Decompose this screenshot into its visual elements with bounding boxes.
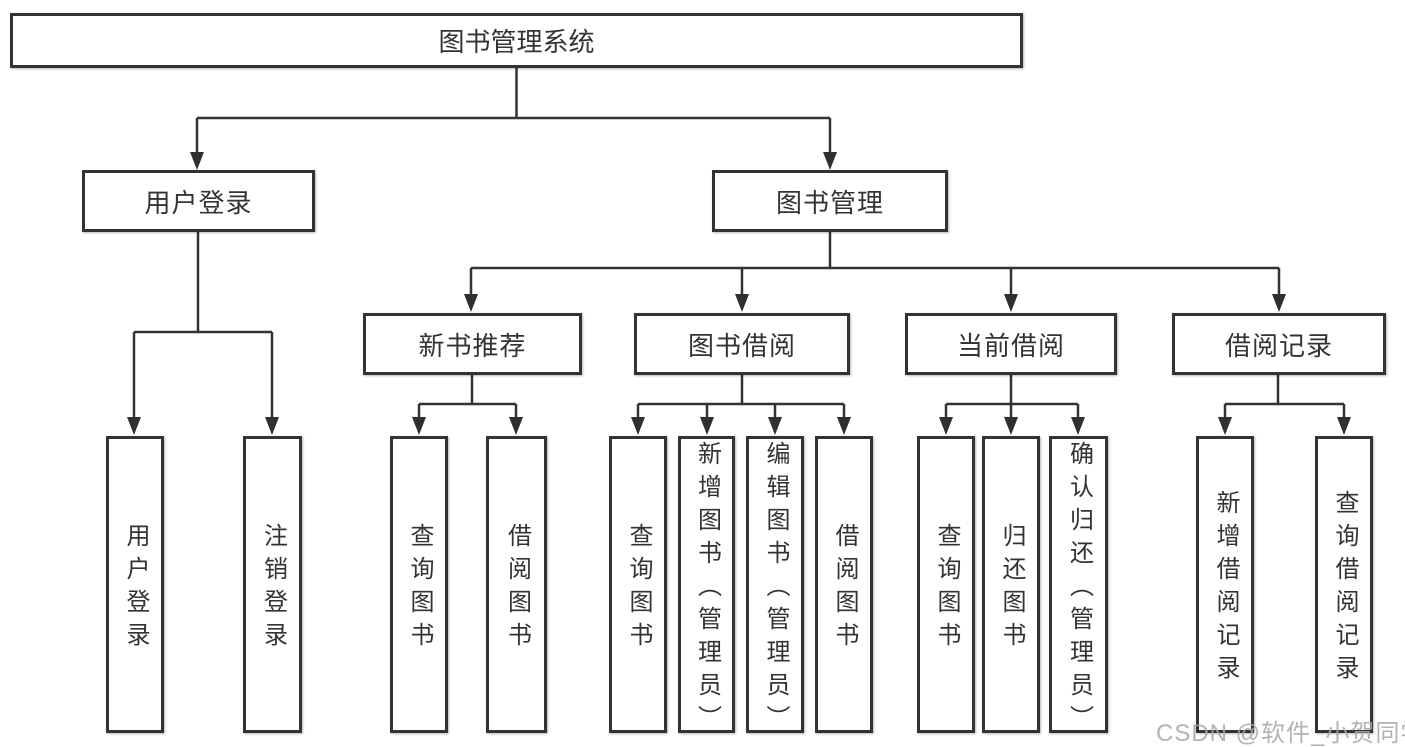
down-arrowhead	[1272, 294, 1286, 312]
down-arrowhead	[265, 417, 279, 435]
leaf-borrow-borrow-book: 借阅图书	[815, 436, 873, 733]
connector-borrow-records	[1223, 375, 1346, 418]
leaf-label: 借阅图书	[503, 523, 531, 655]
down-arrowhead	[1004, 294, 1018, 312]
node-book-borrow: 图书借阅	[634, 313, 850, 375]
node-borrow-records: 借阅记录	[1172, 313, 1386, 375]
connector-book-borrow	[636, 375, 846, 418]
leaf-recommend-query-book: 查询图书	[390, 436, 448, 733]
node-label: 新书推荐	[418, 330, 527, 361]
node-label: 图书借阅	[687, 330, 796, 361]
node-library-management-system: 图书管理系统	[10, 13, 1023, 68]
leaf-label: 新增借阅记录	[1212, 490, 1239, 688]
connector-user-login	[132, 232, 274, 418]
leaf-current-confirm-return-admin: 确认归还（管理员）	[1049, 436, 1108, 738]
node-label: 借阅记录	[1224, 330, 1333, 361]
leaf-logout-login: 注销登录	[243, 436, 302, 733]
down-arrowhead	[735, 294, 749, 312]
down-arrowhead	[1071, 417, 1085, 435]
node-new-book-recommend: 新书推荐	[363, 313, 582, 375]
leaf-current-return-book: 归还图书	[982, 436, 1040, 733]
down-arrowhead	[1218, 417, 1232, 435]
leaf-records-add-record: 新增借阅记录	[1196, 436, 1254, 733]
down-arrowhead	[412, 417, 426, 435]
arrowheads	[127, 152, 1351, 435]
down-arrowhead	[127, 417, 141, 435]
node-book-management: 图书管理	[712, 170, 948, 232]
node-label: 图书管理	[775, 187, 884, 218]
down-arrowhead	[464, 294, 478, 312]
leaf-borrow-query-book: 查询图书	[609, 436, 667, 733]
node-label: 图书管理系统	[438, 27, 595, 57]
connector-book-management	[469, 232, 1281, 295]
leaf-label: 借阅图书	[831, 523, 858, 655]
down-arrowhead	[768, 417, 782, 435]
leaf-records-query-record: 查询借阅记录	[1315, 436, 1373, 733]
node-user-login: 用户登录	[82, 170, 315, 232]
leaf-borrow-edit-book-admin: 编辑图书（管理员）	[746, 436, 804, 738]
connector-paths	[132, 68, 1346, 418]
leaf-label: 注销登录	[259, 523, 287, 655]
leaf-label: 查询借阅记录	[1331, 490, 1358, 688]
down-arrowhead	[700, 417, 714, 435]
leaf-label: 查询图书	[625, 523, 652, 655]
leaf-label: 确认归还（管理员）	[1065, 440, 1093, 738]
node-label: 用户登录	[144, 187, 253, 218]
connector-root	[195, 68, 832, 153]
leaf-user-login: 用户登录	[106, 436, 164, 733]
down-arrowhead	[509, 417, 523, 435]
down-arrowhead	[631, 417, 645, 435]
leaf-borrow-add-book-admin: 新增图书（管理员）	[678, 436, 735, 738]
down-arrowhead	[1337, 417, 1351, 435]
leaf-label: 归还图书	[998, 523, 1025, 655]
down-arrowhead	[190, 152, 204, 170]
leaf-label: 查询图书	[933, 523, 960, 655]
leaf-label: 查询图书	[406, 523, 433, 655]
leaf-recommend-borrow-book: 借阅图书	[486, 436, 547, 733]
leaf-current-query-book: 查询图书	[917, 436, 975, 733]
down-arrowhead	[837, 417, 851, 435]
down-arrowhead	[823, 152, 837, 170]
node-label: 当前借阅	[956, 330, 1065, 361]
down-arrowhead	[939, 417, 953, 435]
leaf-label: 用户登录	[122, 523, 149, 655]
node-current-borrow: 当前借阅	[905, 313, 1117, 375]
leaf-label: 新增图书（管理员）	[693, 440, 721, 738]
connector-current-borrow	[944, 375, 1080, 418]
down-arrowhead	[1004, 417, 1018, 435]
connector-new-book-recommend	[417, 375, 518, 418]
leaf-label: 编辑图书（管理员）	[762, 440, 789, 738]
csdn-watermark: CSDN @软件_小贺同学	[1156, 720, 1405, 747]
